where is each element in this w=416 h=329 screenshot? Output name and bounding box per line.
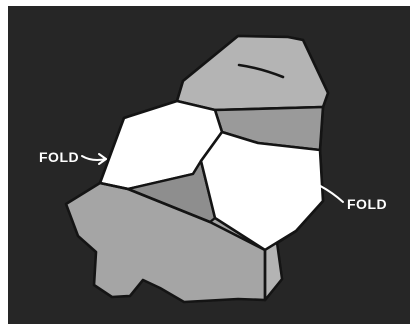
right-fold-label: FOLD (347, 196, 387, 212)
left-fold-label: FOLD (39, 149, 79, 165)
